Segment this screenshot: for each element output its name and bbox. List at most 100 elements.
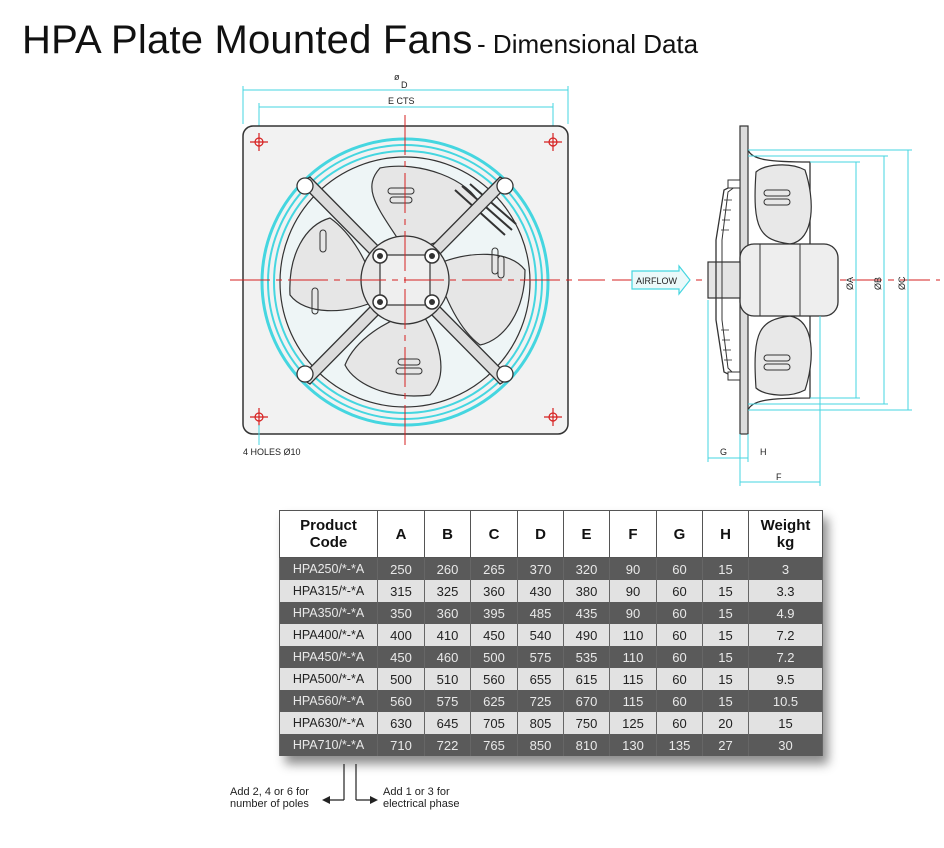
header-b: B	[424, 510, 471, 558]
title-sub: - Dimensional Data	[477, 29, 699, 59]
table-cell: 500	[377, 668, 425, 690]
table-cell: 9.5	[748, 668, 823, 690]
table-cell: 15	[748, 712, 823, 734]
table-cell: 560	[470, 668, 518, 690]
table-cell: 850	[517, 734, 564, 756]
table-cell: 20	[702, 712, 749, 734]
phase-note-line1: Add 1 or 3 for	[383, 786, 450, 798]
table-cell: 15	[702, 557, 749, 580]
product-code-cell: HPA560/*-*A	[279, 690, 378, 712]
table-cell: 3.3	[748, 580, 823, 602]
label-h: H	[760, 447, 767, 457]
table-cell: 60	[656, 668, 703, 690]
table-cell: 350	[377, 602, 425, 624]
table-cell: 135	[656, 734, 703, 756]
label-g: G	[720, 447, 727, 457]
table-cell: 260	[424, 557, 471, 580]
label-f: F	[776, 472, 782, 482]
table-cell: 722	[424, 734, 471, 756]
label-e-cts: E CTS	[388, 96, 415, 106]
product-code-cell: HPA350/*-*A	[279, 602, 378, 624]
product-code-cell: HPA710/*-*A	[279, 734, 378, 756]
poles-note: Add 2, 4 or 6 for number of poles	[230, 786, 309, 810]
table-cell: 7.2	[748, 646, 823, 668]
table-cell: 110	[609, 646, 657, 668]
table-cell: 395	[470, 602, 518, 624]
table-cell: 630	[377, 712, 425, 734]
table-cell: 510	[424, 668, 471, 690]
table-cell: 15	[702, 602, 749, 624]
table-cell: 560	[377, 690, 425, 712]
table-cell: 15	[702, 580, 749, 602]
table-cell: 490	[563, 624, 610, 646]
table-cell: 625	[470, 690, 518, 712]
label-holes: 4 HOLES Ø10	[243, 447, 301, 457]
table-cell: 450	[377, 646, 425, 668]
airflow-label: AIRFLOW	[636, 276, 678, 286]
front-view: ø D E CTS	[230, 72, 940, 457]
table-cell: 360	[424, 602, 471, 624]
table-cell: 4.9	[748, 602, 823, 624]
table-cell: 575	[517, 646, 564, 668]
product-code-cell: HPA500/*-*A	[279, 668, 378, 690]
title-main: HPA Plate Mounted Fans	[22, 18, 473, 62]
table-cell: 60	[656, 646, 703, 668]
product-code-cell: HPA630/*-*A	[279, 712, 378, 734]
table-cell: 410	[424, 624, 471, 646]
mounting-holes	[250, 133, 562, 426]
table-cell: 10.5	[748, 690, 823, 712]
table-cell: 400	[377, 624, 425, 646]
table-cell: 535	[563, 646, 610, 668]
table-cell: 645	[424, 712, 471, 734]
table-cell: 575	[424, 690, 471, 712]
poles-note-line2: number of poles	[230, 798, 309, 810]
table-cell: 725	[517, 690, 564, 712]
table-cell: 460	[424, 646, 471, 668]
header-a: A	[377, 510, 425, 558]
product-code-cell: HPA400/*-*A	[279, 624, 378, 646]
table-cell: 30	[748, 734, 823, 756]
table-cell: 670	[563, 690, 610, 712]
table-cell: 90	[609, 580, 657, 602]
table-cell: 60	[656, 580, 703, 602]
table-cell: 60	[656, 557, 703, 580]
table-cell: 540	[517, 624, 564, 646]
fan-dimensional-drawing: ø D E CTS	[230, 72, 940, 486]
table-cell: 325	[424, 580, 471, 602]
table-cell: 805	[517, 712, 564, 734]
table-cell: 60	[656, 602, 703, 624]
table-cell: 705	[470, 712, 518, 734]
phase-note: Add 1 or 3 for electrical phase	[383, 786, 459, 810]
table-cell: 380	[563, 580, 610, 602]
table-cell: 320	[563, 557, 610, 580]
table-cell: 130	[609, 734, 657, 756]
header-f: F	[609, 510, 657, 558]
table-cell: 765	[470, 734, 518, 756]
table-cell: 60	[656, 712, 703, 734]
table-cell: 360	[470, 580, 518, 602]
table-cell: 435	[563, 602, 610, 624]
table-cell: 250	[377, 557, 425, 580]
table-cell: 15	[702, 690, 749, 712]
header-c: C	[470, 510, 518, 558]
table-cell: 60	[656, 690, 703, 712]
table-cell: 750	[563, 712, 610, 734]
guard-arms	[296, 176, 514, 385]
table-cell: 655	[517, 668, 564, 690]
table-cell: 15	[702, 624, 749, 646]
label-d: D	[401, 80, 408, 90]
header-h: H	[702, 510, 749, 558]
table-cell: 90	[609, 557, 657, 580]
header-d: D	[517, 510, 564, 558]
